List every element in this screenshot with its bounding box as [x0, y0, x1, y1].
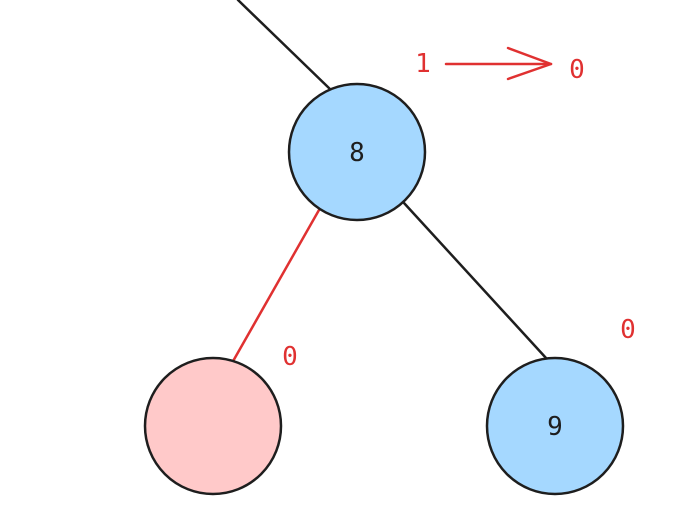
node-right-label: 9 — [547, 412, 563, 442]
edge-root-to-right — [402, 201, 548, 360]
right-balance: 0 — [620, 315, 636, 345]
arrow-head-icon — [506, 46, 553, 81]
node-root: 8 — [287, 82, 427, 222]
node-left-child — [143, 356, 283, 496]
node-left-circle — [143, 356, 283, 496]
node-root-label: 8 — [349, 138, 365, 168]
edge-parent-to-root — [236, 0, 333, 92]
node-right-circle — [485, 356, 625, 496]
edge-root-to-left — [230, 208, 321, 365]
balance-change-arrow — [444, 46, 553, 81]
node-root-circle — [287, 82, 427, 222]
root-balance-after: 0 — [569, 55, 585, 85]
root-balance-before: 1 — [415, 49, 431, 79]
left-balance: 0 — [282, 342, 298, 372]
node-right-child: 9 — [485, 356, 625, 496]
